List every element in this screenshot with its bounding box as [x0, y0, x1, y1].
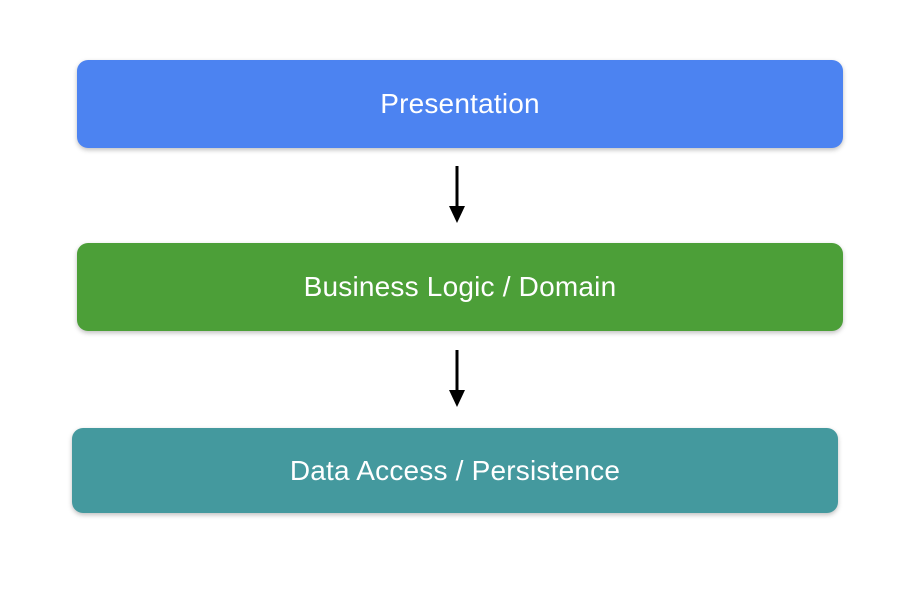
layer-data-access-label: Data Access / Persistence: [289, 454, 621, 486]
down-arrow-connector-2: [449, 350, 465, 407]
layer-presentation: Presentation: [77, 60, 843, 148]
layer-business-logic: Business Logic / Domain: [77, 243, 843, 331]
down-arrow-connector-1: [449, 166, 465, 223]
layer-business-logic-label: Business Logic / Domain: [303, 271, 617, 302]
layer-presentation-label: Presentation: [380, 88, 540, 119]
layer-data-access: Data Access / Persistence: [72, 428, 838, 513]
